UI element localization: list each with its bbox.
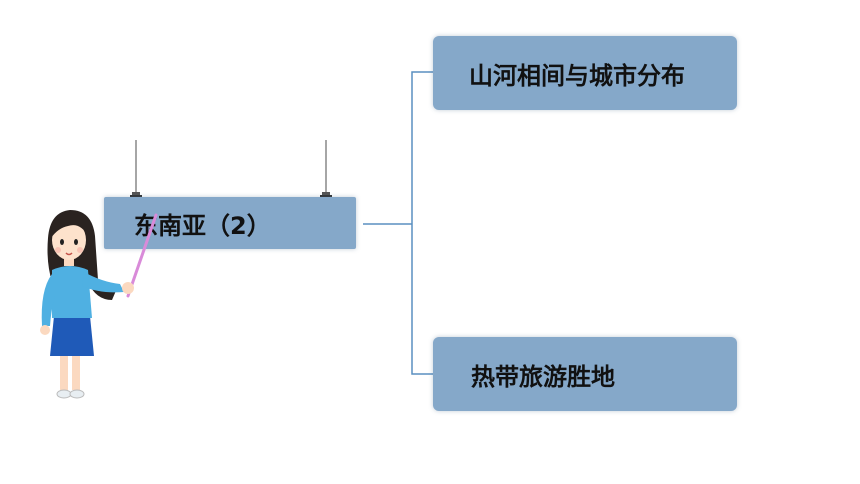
pointer-stick-icon [126,213,158,298]
connector-bracket [411,71,433,375]
branch-box-2: 热带旅游胜地 [433,337,737,411]
branch-box-1: 山河相间与城市分布 [433,36,737,110]
branch-label-2: 热带旅游胜地 [471,362,615,391]
branch-label-1: 山河相间与城市分布 [469,61,685,90]
